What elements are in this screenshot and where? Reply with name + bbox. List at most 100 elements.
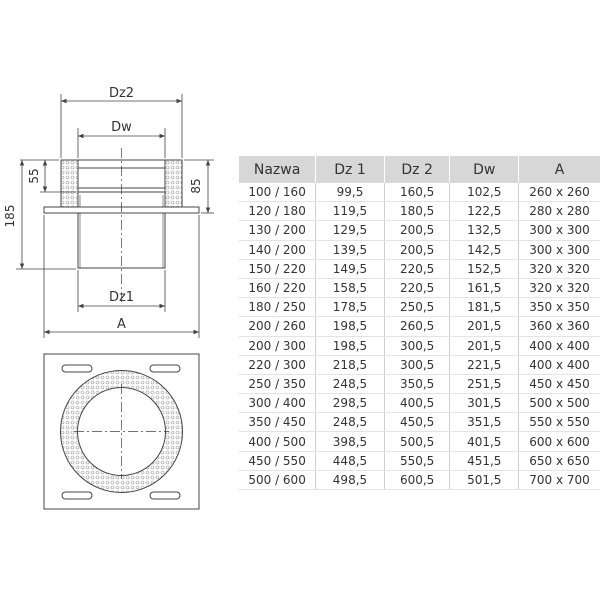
table-cell: 350 / 450 (239, 412, 317, 433)
table-cell: 139,5 (315, 240, 385, 260)
table-cell: 650 x 650 (518, 451, 600, 471)
table-cell: 498,5 (315, 470, 385, 491)
table-cell: 100 / 160 (239, 183, 317, 203)
table-cell: 129,5 (315, 220, 385, 241)
table-cell: 130 / 200 (239, 220, 317, 241)
table-cell: 300 x 300 (518, 240, 600, 260)
table-cell: 398,5 (315, 431, 385, 452)
slot-top-right (149, 364, 181, 373)
table-cell: 122,5 (449, 201, 520, 222)
table-cell: 301,5 (449, 393, 520, 414)
table-cell: 350,5 (384, 374, 451, 395)
table-cell: 450,5 (384, 412, 451, 433)
table-cell: 161,5 (449, 278, 520, 299)
table-cell: 400 / 500 (239, 431, 317, 452)
table-cell: 220,5 (384, 259, 451, 279)
table-cell: 180 / 250 (239, 297, 317, 318)
table-cell: 158,5 (315, 278, 385, 299)
table-cell: 450 / 550 (239, 451, 317, 471)
slot-bottom-left (61, 491, 93, 500)
table-cell: 300,5 (384, 336, 451, 356)
table-cell: 178,5 (315, 297, 385, 318)
table-cell: 201,5 (449, 336, 520, 356)
side-view (43, 148, 200, 305)
table-cell: 450 x 450 (518, 374, 600, 395)
table-cell: 250 / 350 (239, 374, 317, 395)
table-cell: 120 / 180 (239, 201, 317, 222)
column-header: Dw (449, 156, 520, 183)
table-cell: 350 x 350 (518, 297, 600, 318)
table-cell: 500,5 (384, 431, 451, 452)
table-cell: 320 x 320 (518, 259, 600, 279)
table-cell: 400,5 (384, 393, 451, 414)
dim-185 (16, 160, 76, 270)
dim-dw (77, 128, 166, 158)
table-cell: 180,5 (384, 201, 451, 222)
table-cell: 500 x 500 (518, 393, 600, 414)
table-cell: 280 x 280 (518, 201, 600, 222)
insulation-right (164, 159, 183, 213)
table-cell: 140 / 200 (239, 240, 317, 260)
table-cell: 200 / 260 (239, 316, 317, 337)
table-cell: 220 / 300 (239, 355, 317, 375)
table-cell: 550,5 (384, 451, 451, 471)
table-cell: 200 / 300 (239, 336, 317, 356)
table-cell: 448,5 (315, 451, 385, 471)
table-cell: 400 x 400 (518, 336, 600, 356)
table-cell: 300,5 (384, 355, 451, 375)
table-cell: 251,5 (449, 374, 520, 395)
dim-55-label: 55 (27, 168, 41, 183)
dim-dz1-label: Dz1 (109, 290, 134, 305)
column-header: Dz 2 (384, 156, 451, 183)
table-cell: 198,5 (315, 316, 385, 337)
slot-top-left (61, 364, 93, 373)
dim-dz2 (60, 94, 183, 158)
table-cell: 150 / 220 (239, 259, 317, 279)
table-cell: 260 x 260 (518, 183, 600, 203)
table-cell: 160,5 (384, 183, 451, 203)
table-cell: 600,5 (384, 470, 451, 491)
table-cell: 220,5 (384, 278, 451, 299)
column-header: A (518, 156, 600, 183)
table-cell: 142,5 (449, 240, 520, 260)
table-cell: 300 x 300 (518, 220, 600, 241)
table-cell: 500 / 600 (239, 470, 317, 491)
table-cell: 218,5 (315, 355, 385, 375)
table-cell: 248,5 (315, 412, 385, 433)
table-cell: 160 / 220 (239, 278, 317, 299)
table-cell: 250,5 (384, 297, 451, 318)
table-cell: 400 x 400 (518, 355, 600, 375)
table-cell: 198,5 (315, 336, 385, 356)
dim-55 (20, 159, 76, 193)
table-cell: 501,5 (449, 470, 520, 491)
column-header: Nazwa (239, 156, 317, 183)
insulation-left (60, 159, 79, 213)
table-cell: 300 / 400 (239, 393, 317, 414)
table-cell: 181,5 (449, 297, 520, 318)
table-cell: 351,5 (449, 412, 520, 433)
table-cell: 200,5 (384, 220, 451, 241)
table-cell: 119,5 (315, 201, 385, 222)
table-cell: 320 x 320 (518, 278, 600, 299)
table-cell: 248,5 (315, 374, 385, 395)
slot-bottom-right (149, 491, 181, 500)
table-cell: 298,5 (315, 393, 385, 414)
dim-185-label: 185 (3, 205, 17, 228)
dim-85 (184, 159, 214, 214)
table-cell: 132,5 (449, 220, 520, 241)
